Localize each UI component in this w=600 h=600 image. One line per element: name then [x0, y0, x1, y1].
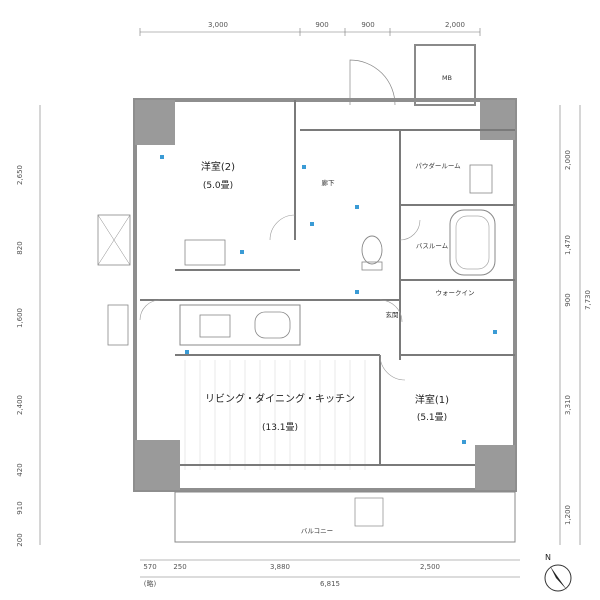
- mb-box: MB: [414, 44, 476, 106]
- top-dim-1: 3,000: [208, 21, 228, 29]
- right-dim-total: 7,730: [584, 290, 592, 310]
- bottom-dim-total: 6,815: [320, 580, 340, 588]
- bottom-dim-1: 570: [143, 563, 156, 571]
- mb-label: MB: [442, 74, 452, 82]
- toilet: [361, 235, 383, 271]
- left-dim-4: 2,400: [16, 395, 24, 415]
- right-dim-4: 3,310: [564, 395, 572, 415]
- left-dim-7: 200: [16, 533, 24, 546]
- bottom-label: (略): [144, 579, 157, 588]
- bottom-dimension-line: 570 250 3,880 2,500 6,815 (略): [140, 559, 520, 588]
- left-dim-6: 910: [16, 501, 24, 514]
- right-dim-3: 900: [564, 293, 572, 306]
- north-arrow-icon: N: [544, 553, 572, 592]
- washbasin: [469, 164, 493, 194]
- entrance-label: 玄関: [386, 310, 399, 319]
- top-dim-4: 2,000: [445, 21, 465, 29]
- right-dim-2: 1,470: [564, 235, 572, 255]
- balcony: [174, 491, 516, 543]
- bedroom1-name: 洋室(1): [415, 393, 449, 406]
- left-dim-3: 1,600: [16, 308, 24, 328]
- bathroom-label: バスルーム: [416, 242, 449, 250]
- entry-door-swing: [349, 59, 396, 106]
- bottom-dim-4: 2,500: [420, 563, 440, 571]
- ldk-size: (13.1畳): [262, 422, 298, 433]
- top-dim-3: 900: [361, 21, 374, 29]
- top-dim-2: 900: [315, 21, 328, 29]
- right-dim-5: 1,200: [564, 505, 572, 525]
- hallway-label: 廊下: [322, 178, 336, 187]
- top-dimension-line: 3,000 900 900 2,000: [139, 21, 481, 36]
- bedroom2-name: 洋室(2): [201, 160, 235, 173]
- balcony-label: バルコニー: [301, 527, 333, 535]
- left-dim-2: 820: [16, 241, 24, 254]
- interior-walls: [140, 100, 515, 466]
- bedroom2-size: (5.0畳): [203, 180, 233, 191]
- wic-label: ウォークイン: [436, 289, 475, 297]
- ldk-name: リビング・ダイニング・キッチン: [205, 392, 355, 405]
- kitchen-counter: [179, 304, 301, 346]
- door-swings: [139, 214, 421, 381]
- right-dimension-line: 2,000 1,470 900 3,310 1,200 7,730: [559, 105, 592, 545]
- bottom-dim-3: 3,880: [270, 563, 290, 571]
- left-dimension-line: 2,650 820 1,600 2,400 420 910 200: [16, 105, 41, 547]
- left-dim-5: 420: [16, 463, 24, 476]
- powder-room-label: パウダールーム: [415, 161, 461, 170]
- bottom-dim-2: 250: [173, 563, 186, 571]
- bedroom1-size: (5.1畳): [417, 412, 447, 423]
- right-dim-1: 2,000: [564, 150, 572, 170]
- left-dim-1: 2,650: [16, 165, 24, 185]
- ldk-floor: [184, 360, 366, 470]
- closet-bedroom2: [184, 239, 226, 266]
- left-exterior: [97, 214, 131, 346]
- bathtub: [449, 209, 496, 276]
- svg-text:N: N: [545, 553, 551, 562]
- outer-walls: [133, 98, 517, 492]
- outlet-markers: [160, 155, 497, 444]
